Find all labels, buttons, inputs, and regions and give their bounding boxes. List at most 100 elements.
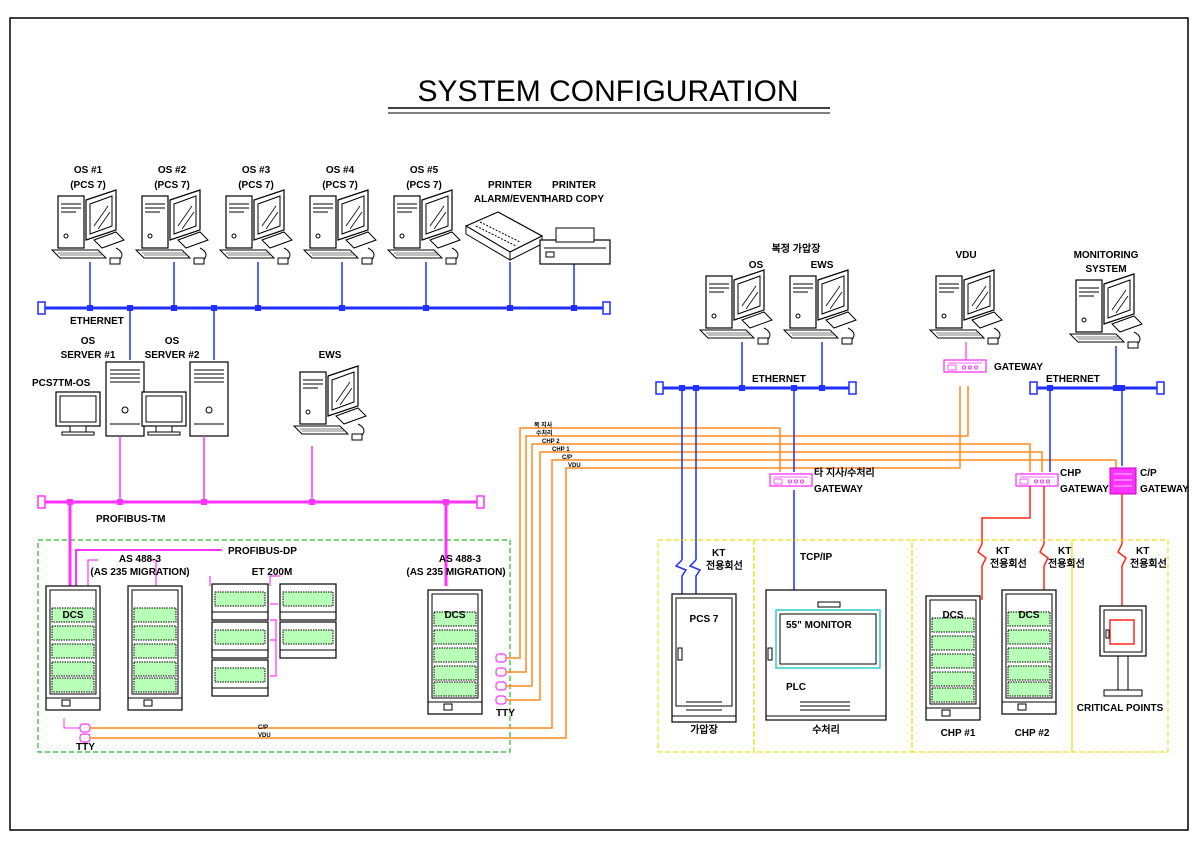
svg-text:SERVER #2: SERVER #2 bbox=[145, 350, 200, 361]
svg-text:DCS: DCS bbox=[942, 610, 963, 621]
svg-text:PRINTER: PRINTER bbox=[552, 180, 597, 191]
chp2-label: CHP #2 bbox=[1015, 728, 1050, 739]
kt-label-3: KT bbox=[1058, 546, 1071, 557]
svg-text:OS #5: OS #5 bbox=[410, 165, 439, 176]
cp-gateway bbox=[1109, 467, 1137, 495]
monitoring-label-1: MONITORING bbox=[1074, 250, 1139, 261]
right-ews-workstation bbox=[783, 269, 857, 345]
tty-label-left: TTY bbox=[76, 742, 95, 753]
svg-text:OS: OS bbox=[81, 336, 96, 347]
svg-text:복 지사: 복 지사 bbox=[534, 421, 553, 429]
plc-label: PLC bbox=[786, 682, 806, 693]
svg-text:CHP 1: CHP 1 bbox=[552, 447, 570, 453]
as-right-label-1: AS 488-3 bbox=[439, 554, 482, 565]
cp-gateway-label-1: C/P bbox=[1140, 468, 1157, 479]
critical-points-panel bbox=[1099, 605, 1147, 697]
svg-text:DCS: DCS bbox=[444, 610, 465, 621]
chp1-rack: DCS bbox=[925, 595, 981, 721]
branch-gateway bbox=[769, 473, 813, 487]
branch-gateway-label-1: 타 지사/수처리 bbox=[814, 466, 875, 479]
os-station-2: OS #2 (PCS 7) bbox=[135, 165, 209, 265]
site-box-critical bbox=[1071, 539, 1169, 753]
cp-line-label: C/P bbox=[258, 725, 268, 731]
svg-text:C/P: C/P bbox=[562, 455, 572, 461]
chp-gateway-label-2: GATEWAY bbox=[1060, 484, 1109, 495]
svg-text:OS #3: OS #3 bbox=[242, 165, 271, 176]
svg-text:DCS: DCS bbox=[1018, 610, 1039, 621]
as-rack-left bbox=[127, 585, 183, 711]
et200m-label: ET 200M bbox=[252, 567, 293, 578]
chp1-label: CHP #1 bbox=[941, 728, 976, 739]
chp2-rack: DCS bbox=[1001, 589, 1057, 715]
tty-label-right: TTY bbox=[496, 708, 515, 719]
os-station-4: OS #4 (PCS 7) bbox=[303, 165, 377, 265]
svg-text:VDU: VDU bbox=[568, 463, 581, 469]
svg-text:OS #2: OS #2 bbox=[158, 165, 187, 176]
kt-line-label-4: 전용회선 bbox=[1130, 557, 1167, 570]
ethernet-label-right: ETHERNET bbox=[752, 374, 806, 385]
plc-monitor-panel bbox=[765, 589, 887, 721]
serial-labels: 복 지사 수처리 CHP 2 CHP 1 C/P VDU bbox=[534, 421, 581, 469]
site-box-chp bbox=[911, 539, 1073, 753]
site-label: 복정 가압장 bbox=[772, 242, 822, 255]
profibus-dp-label: PROFIBUS-DP bbox=[228, 546, 297, 557]
dcs-rack-right: DCS bbox=[427, 589, 483, 715]
right-os-label: OS bbox=[749, 260, 764, 271]
as-left-label-1: AS 488-3 bbox=[119, 554, 162, 565]
kt-line-label-2: 전용회선 bbox=[990, 557, 1027, 570]
monitoring-label-2: SYSTEM bbox=[1085, 264, 1126, 275]
kt-lines bbox=[977, 486, 1127, 606]
field-area-left bbox=[37, 539, 511, 753]
ews-left: EWS bbox=[293, 350, 367, 441]
svg-text:(PCS 7): (PCS 7) bbox=[70, 180, 106, 191]
dcs-rack-left: DCS bbox=[45, 585, 101, 711]
printer-hard-copy: PRINTER HARD COPY bbox=[539, 180, 611, 265]
pcs7tm-os-label: PCS7TM-OS bbox=[32, 378, 91, 389]
vdu-line-label: VDU bbox=[258, 733, 271, 739]
svg-text:(PCS 7): (PCS 7) bbox=[322, 180, 358, 191]
svg-text:OS #4: OS #4 bbox=[326, 165, 355, 176]
vdu-workstation bbox=[929, 269, 1003, 345]
os-station-3: OS #3 (PCS 7) bbox=[219, 165, 293, 265]
pcs7-cabinet bbox=[671, 593, 737, 723]
kt-label-4: KT bbox=[1136, 546, 1149, 557]
printer-alarm-event: PRINTER ALARM/EVENT bbox=[464, 180, 546, 261]
diagram-title: SYSTEM CONFIGURATION bbox=[417, 75, 798, 108]
site-box-water bbox=[753, 539, 913, 753]
kt-line-label-1: 전용회선 bbox=[706, 559, 743, 572]
kt-label-2: KT bbox=[996, 546, 1009, 557]
monitor-label: 55" MONITOR bbox=[786, 620, 852, 631]
svg-text:OS #1: OS #1 bbox=[74, 165, 103, 176]
vdu-gateway-label: GATEWAY bbox=[994, 362, 1043, 373]
os-station-1: OS #1 (PCS 7) bbox=[51, 165, 125, 265]
chp-gateway bbox=[1015, 473, 1059, 487]
kt-line-label-3: 전용회선 bbox=[1048, 557, 1085, 570]
chp-gateway-label-1: CHP bbox=[1060, 468, 1081, 479]
svg-text:EWS: EWS bbox=[319, 350, 342, 361]
svg-text:SERVER #1: SERVER #1 bbox=[61, 350, 116, 361]
profibus-tm-label: PROFIBUS-TM bbox=[96, 514, 165, 525]
svg-text:OS: OS bbox=[165, 336, 180, 347]
pressure-station-label: 가압장 bbox=[690, 723, 718, 736]
svg-text:PRINTER: PRINTER bbox=[488, 180, 533, 191]
svg-text:HARD COPY: HARD COPY bbox=[544, 194, 604, 205]
svg-text:ALARM/EVENT: ALARM/EVENT bbox=[474, 194, 546, 205]
page-border bbox=[9, 17, 1189, 831]
water-treatment-label: 수처리 bbox=[812, 723, 840, 736]
as-right-label-2: (AS 235 MIGRATION) bbox=[406, 567, 505, 578]
right-ews-label: EWS bbox=[811, 260, 834, 271]
tcpip-label: TCP/IP bbox=[800, 552, 833, 563]
vdu-gateway bbox=[943, 359, 987, 373]
os-server-2: OS SERVER #2 bbox=[141, 336, 229, 437]
vdu-label: VDU bbox=[955, 250, 976, 261]
critical-points-label: CRITICAL POINTS bbox=[1077, 703, 1164, 714]
svg-text:DCS: DCS bbox=[62, 610, 83, 621]
ethernet-label-left: ETHERNET bbox=[70, 316, 124, 327]
os-station-5: OS #5 (PCS 7) bbox=[387, 165, 461, 265]
svg-text:CHP 2: CHP 2 bbox=[542, 439, 560, 445]
serial-lines bbox=[90, 386, 1117, 739]
svg-text:(PCS 7): (PCS 7) bbox=[238, 180, 274, 191]
kt-label-1: KT bbox=[712, 548, 725, 559]
pcs7-label: PCS 7 bbox=[690, 614, 719, 625]
